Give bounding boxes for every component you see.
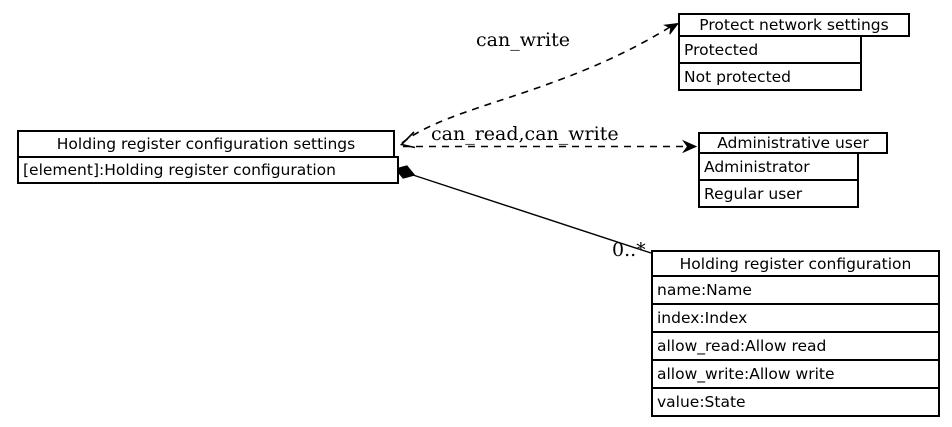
arrowhead-protect-icon xyxy=(663,22,680,35)
edge-label-can-write: can_write xyxy=(476,29,571,51)
class-header-protect: Protect network settings xyxy=(678,13,910,37)
attribute-row-name: name:Name xyxy=(651,275,940,305)
enum-row-administrator: Administrator xyxy=(698,152,859,181)
edge-can-write xyxy=(401,26,671,144)
class-box-protect-network-settings: Protect network settings Protected Not p… xyxy=(678,13,910,91)
class-header-admin: Administrative user xyxy=(698,132,888,154)
arrowhead-admin-icon xyxy=(682,139,698,154)
edge-can-write-tail-vee xyxy=(399,131,416,149)
class-box-administrative-user: Administrative user Administrator Regula… xyxy=(698,132,888,208)
attribute-row-value: value:State xyxy=(651,387,940,417)
enum-row-regular-user: Regular user xyxy=(698,179,859,208)
enum-row-protected: Protected xyxy=(678,35,862,64)
edge-composition xyxy=(412,174,652,254)
class-box-settings: Holding register configuration settings … xyxy=(17,130,399,184)
attribute-row-allow-read: allow_read:Allow read xyxy=(651,331,940,361)
class-header-settings: Holding register configuration settings xyxy=(17,130,395,158)
class-box-holding-register-configuration: Holding register configuration name:Name… xyxy=(651,250,940,417)
attribute-row-index: index:Index xyxy=(651,303,940,333)
attribute-row-element: [element]:Holding register configuration xyxy=(17,156,399,184)
edge-label-multiplicity: 0..* xyxy=(612,239,646,261)
enum-row-not-protected: Not protected xyxy=(678,62,862,91)
class-header-register: Holding register configuration xyxy=(651,250,940,277)
attribute-row-allow-write: allow_write:Allow write xyxy=(651,359,940,389)
edge-label-can-read-can-write: can_read,can_write xyxy=(431,123,619,145)
